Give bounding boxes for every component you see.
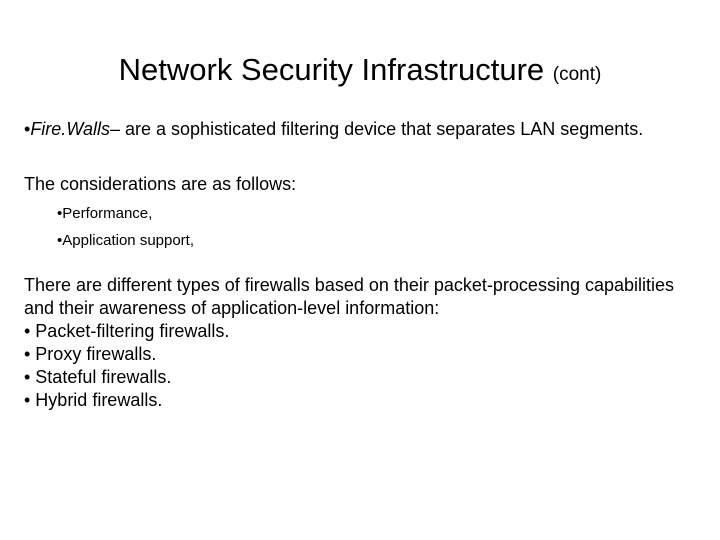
firewall-term: Fire.Walls <box>30 119 110 139</box>
firewall-type-item: • Packet-filtering firewalls. <box>24 321 230 341</box>
firewall-type-item: • Stateful firewalls. <box>24 367 172 387</box>
consideration-suffix: , <box>148 205 153 222</box>
firewall-definition: •Fire.Walls– are a sophisticated filteri… <box>24 118 694 141</box>
consideration-bullet: • <box>57 232 63 249</box>
consideration-bullet: • <box>57 205 63 222</box>
firewall-type-item: • Hybrid firewalls. <box>24 390 163 410</box>
slide-title: Network Security Infrastructure (cont) <box>0 50 720 95</box>
firewall-types-list: • Packet-filtering firewalls. • Proxy fi… <box>24 320 694 412</box>
slide-title-main: Network Security Infrastructure <box>118 52 545 87</box>
slide-body: •Fire.Walls– are a sophisticated filteri… <box>24 118 694 412</box>
consideration-suffix: , <box>189 232 195 249</box>
firewall-types-intro: There are different types of firewalls b… <box>24 275 675 318</box>
considerations-list: •Performance, •Application support, <box>57 200 694 254</box>
consideration-item: •Application support, <box>57 227 694 254</box>
consideration-label: Performance <box>62 205 149 222</box>
firewall-bullet: • <box>24 119 31 139</box>
firewall-type-item: • Proxy firewalls. <box>24 344 157 364</box>
considerations-intro: The considerations are as follows: <box>24 174 297 194</box>
slide-title-suffix: (cont) <box>552 64 602 85</box>
consideration-item: •Performance, <box>57 200 694 227</box>
consideration-label: Application support <box>62 232 190 249</box>
firewall-description: – are a sophisticated filtering device t… <box>110 119 644 139</box>
